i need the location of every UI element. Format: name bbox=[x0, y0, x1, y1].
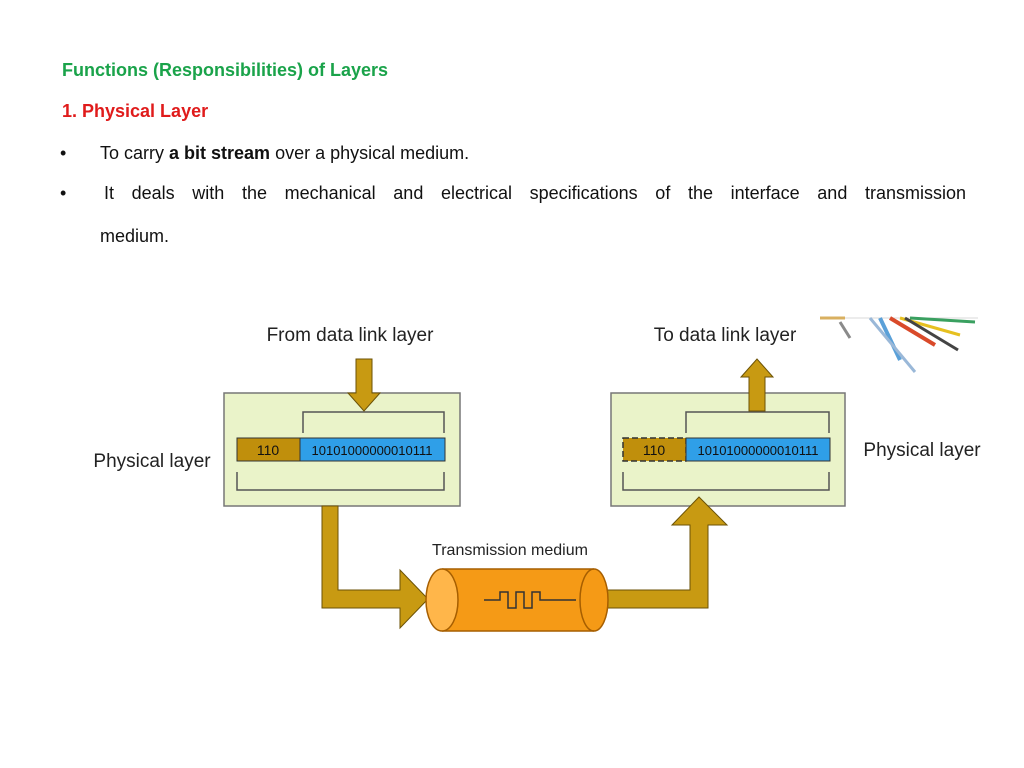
medium-label: Transmission medium bbox=[432, 542, 588, 559]
bullet-bold: a bit stream bbox=[169, 143, 271, 163]
transmission-medium-cylinder bbox=[425, 568, 609, 632]
receiver-data-text: 10101000000010111 bbox=[698, 443, 819, 458]
up-arrow-icon bbox=[739, 358, 775, 412]
bullet-suffix: over a physical medium. bbox=[270, 143, 470, 163]
receiver-layer-label: Physical layer bbox=[863, 440, 981, 461]
bullet-text: It deals with the mechanical and electri… bbox=[104, 183, 966, 203]
medium-to-receiver-arrow-icon bbox=[605, 496, 729, 609]
section-heading: 1. Physical Layer bbox=[62, 101, 209, 121]
sender-data-bits bbox=[299, 437, 446, 462]
to-data-link-label: To data link layer bbox=[654, 325, 797, 346]
down-arrow-icon bbox=[346, 358, 382, 412]
slide-heading: Functions (Responsibilities) of Layers bbox=[62, 60, 389, 80]
sender-bracket-top bbox=[302, 411, 445, 433]
receiver-header-text: 110 bbox=[643, 442, 666, 458]
sender-bracket-bottom bbox=[236, 472, 445, 491]
receiver-bracket-top bbox=[685, 411, 830, 433]
sender-layer-label: Physical layer bbox=[93, 451, 211, 472]
bullet-icon: • bbox=[60, 183, 67, 203]
bullet-text: To carry a bit stream over a physical me… bbox=[100, 143, 469, 164]
sender-header-text: 110 bbox=[257, 442, 280, 458]
sender-to-medium-arrow-icon bbox=[321, 505, 429, 630]
bullet-continuation: medium. bbox=[100, 226, 170, 246]
bullet-icon: • bbox=[60, 143, 67, 163]
receiver-bracket-bottom bbox=[622, 472, 830, 491]
receiver-data-bits bbox=[685, 437, 831, 462]
from-data-link-label: From data link layer bbox=[267, 325, 435, 346]
bullet-prefix: To carry bbox=[100, 143, 170, 163]
cables-image bbox=[820, 316, 978, 373]
sender-data-text: 10101000000010111 bbox=[312, 443, 433, 458]
signal-waveform-icon bbox=[484, 591, 576, 609]
